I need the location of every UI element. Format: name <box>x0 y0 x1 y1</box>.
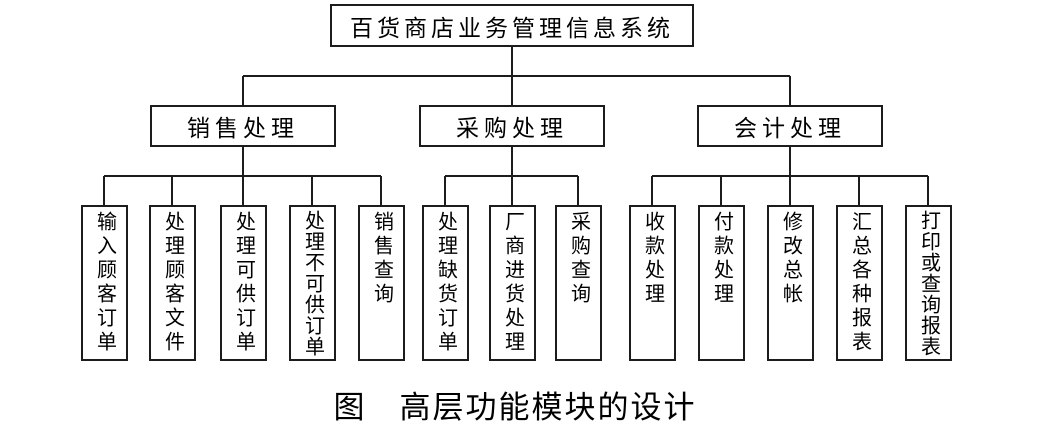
leaf-label: 修改总帐 <box>779 211 802 307</box>
branch-node-purchase: 采购处理 <box>419 105 605 147</box>
leaf-node-purchase-query: 采购查询 <box>555 205 602 361</box>
leaf-label: 厂商进货处理 <box>501 211 524 355</box>
root-node-label: 百货商店业务管理信息系统 <box>350 14 674 41</box>
leaf-node-print-or-query-reports: 打印或查询报表 <box>905 205 952 361</box>
leaf-node-sales-query: 销售查询 <box>358 205 405 361</box>
figure-caption: 图 高层功能模块的设计 <box>333 390 697 425</box>
leaf-node-process-unavailable-order: 处理不可供订单 <box>289 205 336 361</box>
branch-node-accounting-label: 会计处理 <box>734 115 846 141</box>
leaf-label: 打印或查询报表 <box>917 210 940 357</box>
leaf-node-vendor-incoming-processing: 厂商进货处理 <box>489 205 536 361</box>
leaf-label: 采购查询 <box>567 211 590 307</box>
leaf-node-process-stockout-order: 处理缺货订单 <box>422 205 469 361</box>
leaf-node-receipt-processing: 收款处理 <box>629 205 676 361</box>
leaf-label: 处理顾客文件 <box>161 211 184 355</box>
leaf-node-enter-customer-order: 输入顾客订单 <box>81 205 128 361</box>
leaf-node-summarize-reports: 汇总各种报表 <box>836 205 883 361</box>
leaf-node-process-customer-file: 处理顾客文件 <box>149 205 196 361</box>
root-node: 百货商店业务管理信息系统 <box>330 4 694 47</box>
leaf-node-payment-processing: 付款处理 <box>698 205 745 361</box>
leaf-label: 处理缺货订单 <box>434 211 457 355</box>
branch-node-sales: 销售处理 <box>150 105 336 147</box>
leaf-node-modify-general-ledger: 修改总帐 <box>767 205 814 361</box>
branch-node-purchase-label: 采购处理 <box>456 115 568 141</box>
leaf-label: 处理不可供订单 <box>301 210 324 357</box>
leaf-node-process-available-order: 处理可供订单 <box>220 205 267 361</box>
leaf-label: 汇总各种报表 <box>848 211 871 355</box>
leaf-label: 处理可供订单 <box>232 211 255 355</box>
leaf-label: 输入顾客订单 <box>93 211 116 355</box>
branch-node-accounting: 会计处理 <box>697 105 883 147</box>
leaf-label: 付款处理 <box>710 211 733 307</box>
leaf-label: 销售查询 <box>370 211 393 307</box>
branch-node-sales-label: 销售处理 <box>187 115 299 141</box>
leaf-label: 收款处理 <box>641 211 664 307</box>
